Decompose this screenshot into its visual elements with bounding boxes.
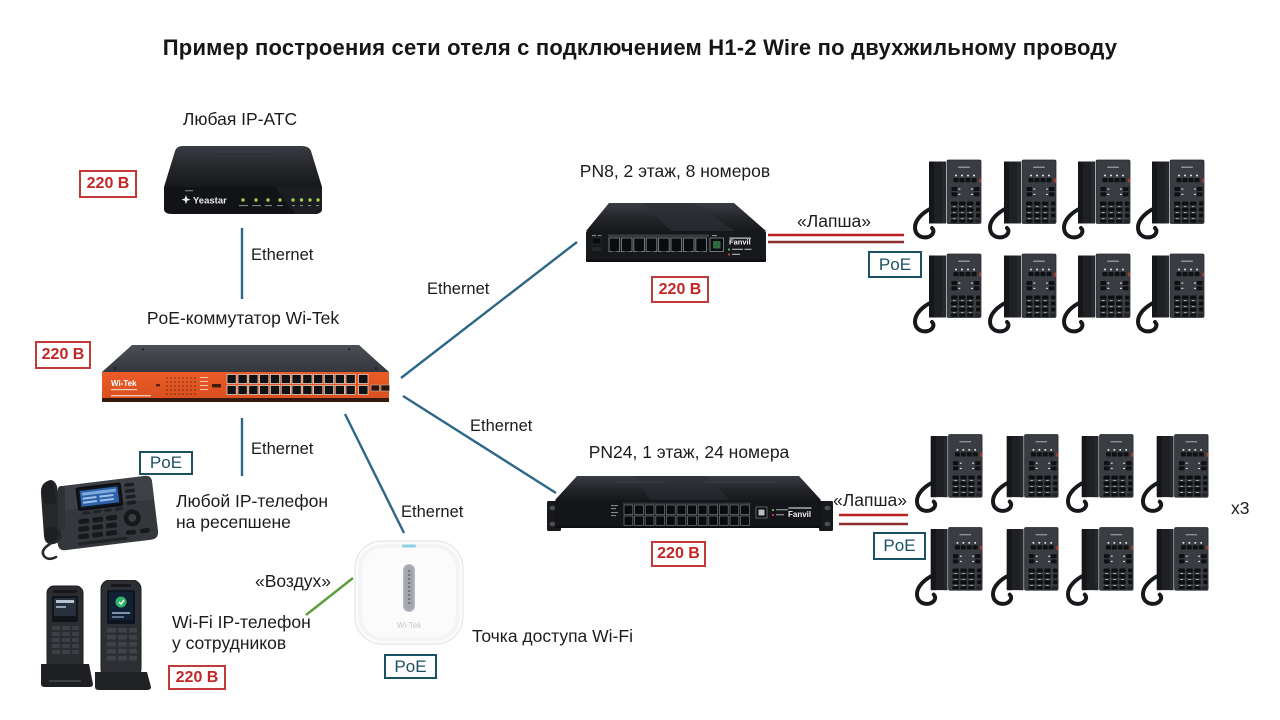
- pn8-power-text: 220 В: [658, 280, 702, 298]
- hotel-phone: [1066, 433, 1139, 514]
- poe-badge-pn24: PoE: [873, 532, 926, 560]
- pn8-power-badge: 220 В: [651, 276, 709, 303]
- hotel-phone: [1141, 526, 1214, 607]
- pn8-brand-text: Fanvil: [729, 238, 751, 247]
- pbx-device: Yeastar: [164, 146, 322, 214]
- reception-phone-label-line2: на ресепшене: [176, 512, 291, 532]
- hotel-phone: [1141, 433, 1214, 514]
- line-switch-pn24: [402, 394, 557, 495]
- line-switch-pn8: [400, 241, 578, 379]
- core-switch-device: Wi-Tek: [102, 345, 390, 402]
- hotel-phone: [991, 526, 1064, 607]
- wifi-phone-label-line2: у сотрудников: [172, 633, 287, 653]
- wifi-phone-power-text: 220 В: [175, 668, 219, 686]
- core-switch-power-badge: 220 В: [35, 341, 91, 369]
- poe-text-pn8: PoE: [878, 254, 912, 274]
- hotel-phone: [1136, 252, 1210, 335]
- x3-label: x3: [1231, 498, 1250, 518]
- pbx-power-badge: 220 В: [79, 170, 137, 198]
- poe-badge-reception: PoE: [139, 451, 193, 475]
- access-point-device: Wi-Tek: [354, 540, 464, 645]
- air-label: «Воздух»: [254, 571, 332, 591]
- ethernet-label-pbx: Ethernet: [251, 246, 314, 264]
- core-switch-brand-text: Wi-Tek: [111, 379, 137, 388]
- pn24-power-text: 220 В: [657, 545, 700, 562]
- reception-phone-label: Любой IP-телефон на ресепшене: [176, 491, 328, 533]
- reception-phone-label-line1: Любой IP-телефон: [176, 491, 329, 511]
- hotel-phone: [913, 158, 987, 241]
- hotel-phone: [915, 526, 988, 607]
- poe-text-pn24: PoE: [883, 536, 916, 555]
- pn24-label: PN24, 1 этаж, 24 номера: [588, 442, 790, 462]
- pn8-device: Fanvil: [586, 203, 766, 262]
- poe-badge-pn8: PoE: [868, 251, 922, 278]
- pn24-power-badge: 220 В: [651, 541, 706, 567]
- ap-brand-text: Wi-Tek: [397, 621, 422, 630]
- pbx-brand-text: Yeastar: [193, 196, 227, 207]
- wifi-phone-power-badge: 220 В: [168, 665, 226, 690]
- wifi-handsets-device: [41, 580, 151, 690]
- hotel-phone: [915, 433, 988, 514]
- pbx-label: Любая IP-АТС: [182, 109, 298, 129]
- lapsha-label-pn8: «Лапша»: [797, 211, 871, 231]
- hotel-phone: [1062, 252, 1136, 335]
- ethernet-label-pn8: Ethernet: [427, 280, 490, 298]
- reception-phone-device: [40, 475, 159, 561]
- hotel-phone: [988, 158, 1062, 241]
- ethernet-label-reception: Ethernet: [251, 440, 314, 458]
- core-switch-label: PoE-коммутатор Wi-Tek: [146, 308, 340, 328]
- hotel-phone: [913, 252, 987, 335]
- pbx-power-text: 220 В: [86, 175, 130, 192]
- wifi-phone-label: Wi-Fi IP-телефон у сотрудников: [172, 612, 311, 654]
- pn24-device: Fanvil: [547, 476, 833, 531]
- hotel-phone: [991, 433, 1064, 514]
- poe-badge-ap: PoE: [384, 654, 437, 679]
- ethernet-label-ap: Ethernet: [401, 503, 464, 521]
- line-switch-ap: [343, 413, 406, 534]
- hotel-phone: [1066, 526, 1139, 607]
- hotel-phone: [1136, 158, 1210, 241]
- diagram-title: Пример построения сети отеля с подключен…: [162, 35, 1118, 60]
- hotel-phone: [1062, 158, 1136, 241]
- pn24-brand-text: Fanvil: [788, 510, 811, 519]
- lapsha-label-pn24: «Лапша»: [833, 490, 907, 510]
- ethernet-label-pn24: Ethernet: [470, 417, 533, 435]
- hotel-phone: [988, 252, 1062, 335]
- pn8-label: PN8, 2 этаж, 8 номеров: [579, 161, 771, 181]
- poe-text-reception: PoE: [149, 453, 183, 472]
- poe-text-ap: PoE: [394, 656, 427, 676]
- core-switch-power-text: 220 В: [41, 346, 85, 363]
- wifi-phone-label-line1: Wi-Fi IP-телефон: [172, 612, 311, 632]
- ap-label: Точка доступа Wi-Fi: [472, 626, 633, 646]
